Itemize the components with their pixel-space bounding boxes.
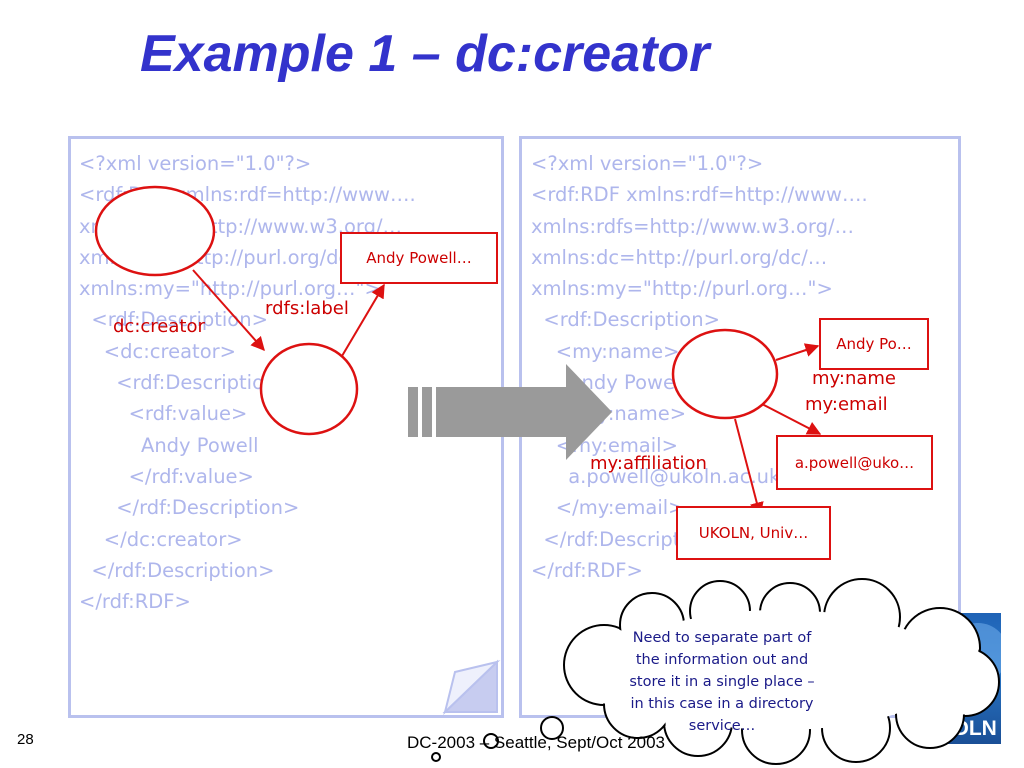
my-email-edge bbox=[761, 403, 822, 435]
dc-creator-label: dc:creator bbox=[113, 316, 205, 337]
page-number: 28 bbox=[17, 731, 34, 748]
code-line: <dc:creator> bbox=[79, 339, 236, 363]
andy-powell-value-box: Andy Powell… bbox=[340, 232, 498, 284]
code-line: </my:email> bbox=[531, 496, 685, 520]
affiliation-value-box: UKOLN, Univ… bbox=[676, 506, 831, 560]
code-line: xmlns:my="http://purl.org…"> bbox=[79, 277, 381, 301]
my-email-label: my:email bbox=[805, 394, 888, 415]
code-line: <my:email> bbox=[531, 433, 678, 457]
rdfs-label-edge bbox=[341, 283, 385, 357]
code-line: <rdf:Description> bbox=[79, 371, 293, 395]
right-person-node bbox=[671, 328, 779, 420]
code-line: <rdf:RDF xmlns:rdf=http://www…. bbox=[531, 183, 868, 207]
code-line: Andy Powell bbox=[79, 433, 259, 457]
name-value-box: Andy Po… bbox=[819, 318, 929, 370]
my-affiliation-label: my:affiliation bbox=[590, 453, 707, 474]
callout-text: Need to separate part of the information… bbox=[629, 630, 815, 734]
code-line: xmlns:dc=http://purl.org/dc/… bbox=[531, 245, 828, 269]
my-affiliation-edge bbox=[734, 418, 764, 517]
code-line: <rdf:value> bbox=[79, 402, 248, 426]
dc-creator-edge bbox=[192, 269, 265, 352]
code-line: <rdf:Description> bbox=[79, 308, 268, 332]
left-resource-node bbox=[94, 185, 216, 277]
code-line: <?xml version="1.0"?> bbox=[531, 152, 764, 175]
my-name-edge bbox=[775, 343, 820, 361]
footer-text: DC-2003 – Seattle, Sept/Oct 2003 bbox=[407, 733, 665, 752]
code-line: xmlns:my="http://purl.org…"> bbox=[531, 277, 833, 301]
right-rdf-code: <?xml version="1.0"?> <rdf:RDF xmlns:rdf=… bbox=[531, 148, 868, 586]
code-line: </rdf:RDF> bbox=[79, 590, 191, 614]
slide-title: Example 1 – dc:creator bbox=[140, 25, 710, 83]
code-line: </rdf:RDF> bbox=[531, 558, 643, 582]
left-rdf-code: <?xml version="1.0"?><rdf:RDF xmlns:rdf=… bbox=[79, 148, 416, 617]
code-line: a.powell@ukoln.ac.uk bbox=[531, 464, 781, 488]
rdfs-label-label: rdfs:label bbox=[265, 298, 349, 319]
code-line: <rdf:Description> bbox=[531, 308, 720, 332]
email-value-box: a.powell@uko… bbox=[776, 435, 933, 490]
code-line: </rdf:value> bbox=[79, 464, 254, 488]
left-creator-node bbox=[259, 342, 359, 436]
code-line: <my:name> bbox=[531, 339, 680, 363]
code-line: </rdf:Description> bbox=[79, 496, 300, 520]
code-line: </rdf:Description> bbox=[79, 558, 275, 582]
my-name-label: my:name bbox=[812, 368, 896, 389]
code-line: xmlns:rdfs=http://www.w3.org/… bbox=[531, 214, 855, 238]
code-line: </dc:creator> bbox=[79, 527, 243, 551]
code-line: <?xml version="1.0"?> bbox=[79, 152, 312, 175]
